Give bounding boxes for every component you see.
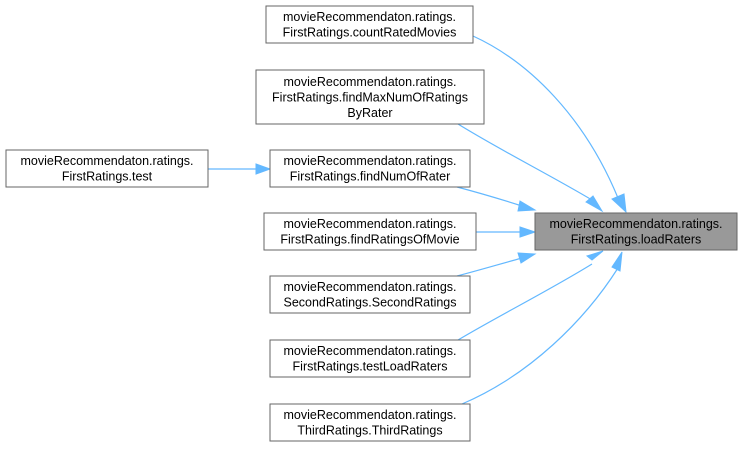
node-box	[5, 149, 209, 188]
node-countRatedMovies[interactable]: movieRecommendaton.ratings. FirstRatings.…	[265, 5, 474, 44]
edge-findRatingsOfMovie-to-loadRaters	[476, 226, 537, 238]
node-label-line: SecondRatings.SecondRatings	[283, 296, 456, 310]
node-findMaxNumOfRatingsByRater[interactable]: movieRecommendaton.ratings.FirstRatings.…	[255, 69, 485, 125]
node-box	[269, 403, 471, 442]
nodes-layer: movieRecommendaton.ratings.FirstRatings.…	[5, 5, 738, 442]
node-findNumOfRater[interactable]: movieRecommendaton.ratings. FirstRatings.…	[269, 149, 471, 188]
node-label-line: FirstRatings.countRatedMovies	[283, 26, 457, 40]
node-box	[263, 212, 477, 251]
edge-line	[456, 257, 523, 277]
node-label-line: movieRecommendaton.ratings.	[550, 217, 723, 231]
node-label-line: movieRecommendaton.ratings.	[284, 154, 457, 168]
node-label-line: FirstRatings.loadRaters	[571, 233, 702, 247]
arrowhead-icon	[255, 163, 272, 175]
node-label-line: movieRecommendaton.ratings.	[283, 10, 456, 24]
node-label-line: movieRecommendaton.ratings.	[21, 154, 194, 168]
node-label-line: movieRecommendaton.ratings.	[284, 408, 457, 422]
node-label-line: FirstRatings.findMaxNumOfRatings	[272, 90, 468, 104]
node-secondRatings[interactable]: movieRecommendaton.ratings. SecondRatings…	[269, 275, 471, 314]
arrowhead-icon	[611, 193, 627, 214]
node-test[interactable]: movieRecommendaton.ratings. FirstRatings.…	[5, 149, 209, 188]
node-label-line: movieRecommendaton.ratings.	[284, 280, 457, 294]
node-label-line: ThirdRatings.ThirdRatings	[297, 424, 442, 438]
arrowhead-icon	[517, 252, 537, 264]
edge-findMaxNumOfRatingsByRater-to-loadRaters	[457, 123, 604, 213]
edge-line	[457, 263, 593, 341]
node-box	[265, 5, 474, 44]
node-box	[534, 212, 738, 251]
edge-findNumOfRater-to-loadRaters	[456, 186, 537, 212]
node-label-line: movieRecommendaton.ratings.	[284, 75, 457, 89]
arrowhead-icon	[517, 200, 537, 212]
node-label-line: movieRecommendaton.ratings.	[284, 217, 457, 231]
node-box	[269, 339, 471, 378]
node-label-line: FirstRatings.findNumOfRater	[290, 170, 450, 184]
edge-thirdRatings-to-loadRaters	[461, 251, 623, 405]
node-label-line: movieRecommendaton.ratings.	[284, 344, 457, 358]
node-loadRaters[interactable]: movieRecommendaton.ratings. FirstRatings.…	[534, 212, 738, 251]
edge-line	[461, 267, 619, 405]
node-label-line: FirstRatings.test	[62, 170, 153, 184]
arrowhead-icon	[611, 251, 623, 272]
node-box	[255, 69, 485, 125]
edge-testLoadRaters-to-loadRaters	[457, 250, 604, 341]
node-label-line: FirstRatings.testLoadRaters	[293, 360, 448, 374]
edge-test-to-findNumOfRater	[208, 163, 272, 175]
arrowhead-icon	[585, 250, 604, 261]
node-thirdRatings[interactable]: movieRecommendaton.ratings. ThirdRatings.…	[269, 403, 471, 442]
node-findRatingsOfMovie[interactable]: movieRecommendaton.ratings. FirstRatings.…	[263, 212, 477, 251]
node-box	[269, 275, 471, 314]
node-label-line: FirstRatings.findRatingsOfMovie	[280, 233, 459, 247]
node-label-line: ByRater	[347, 106, 392, 120]
edge-line	[457, 123, 593, 201]
edge-countRatedMovies-to-loadRaters	[472, 35, 627, 214]
arrowhead-icon	[585, 195, 604, 213]
edges-layer	[208, 35, 627, 405]
node-testLoadRaters[interactable]: movieRecommendaton.ratings. FirstRatings.…	[269, 339, 471, 378]
arrowhead-icon	[519, 226, 537, 238]
edge-line	[472, 35, 619, 199]
edge-line	[456, 186, 523, 207]
edge-secondRatings-to-loadRaters	[456, 252, 537, 277]
node-box	[269, 149, 471, 188]
